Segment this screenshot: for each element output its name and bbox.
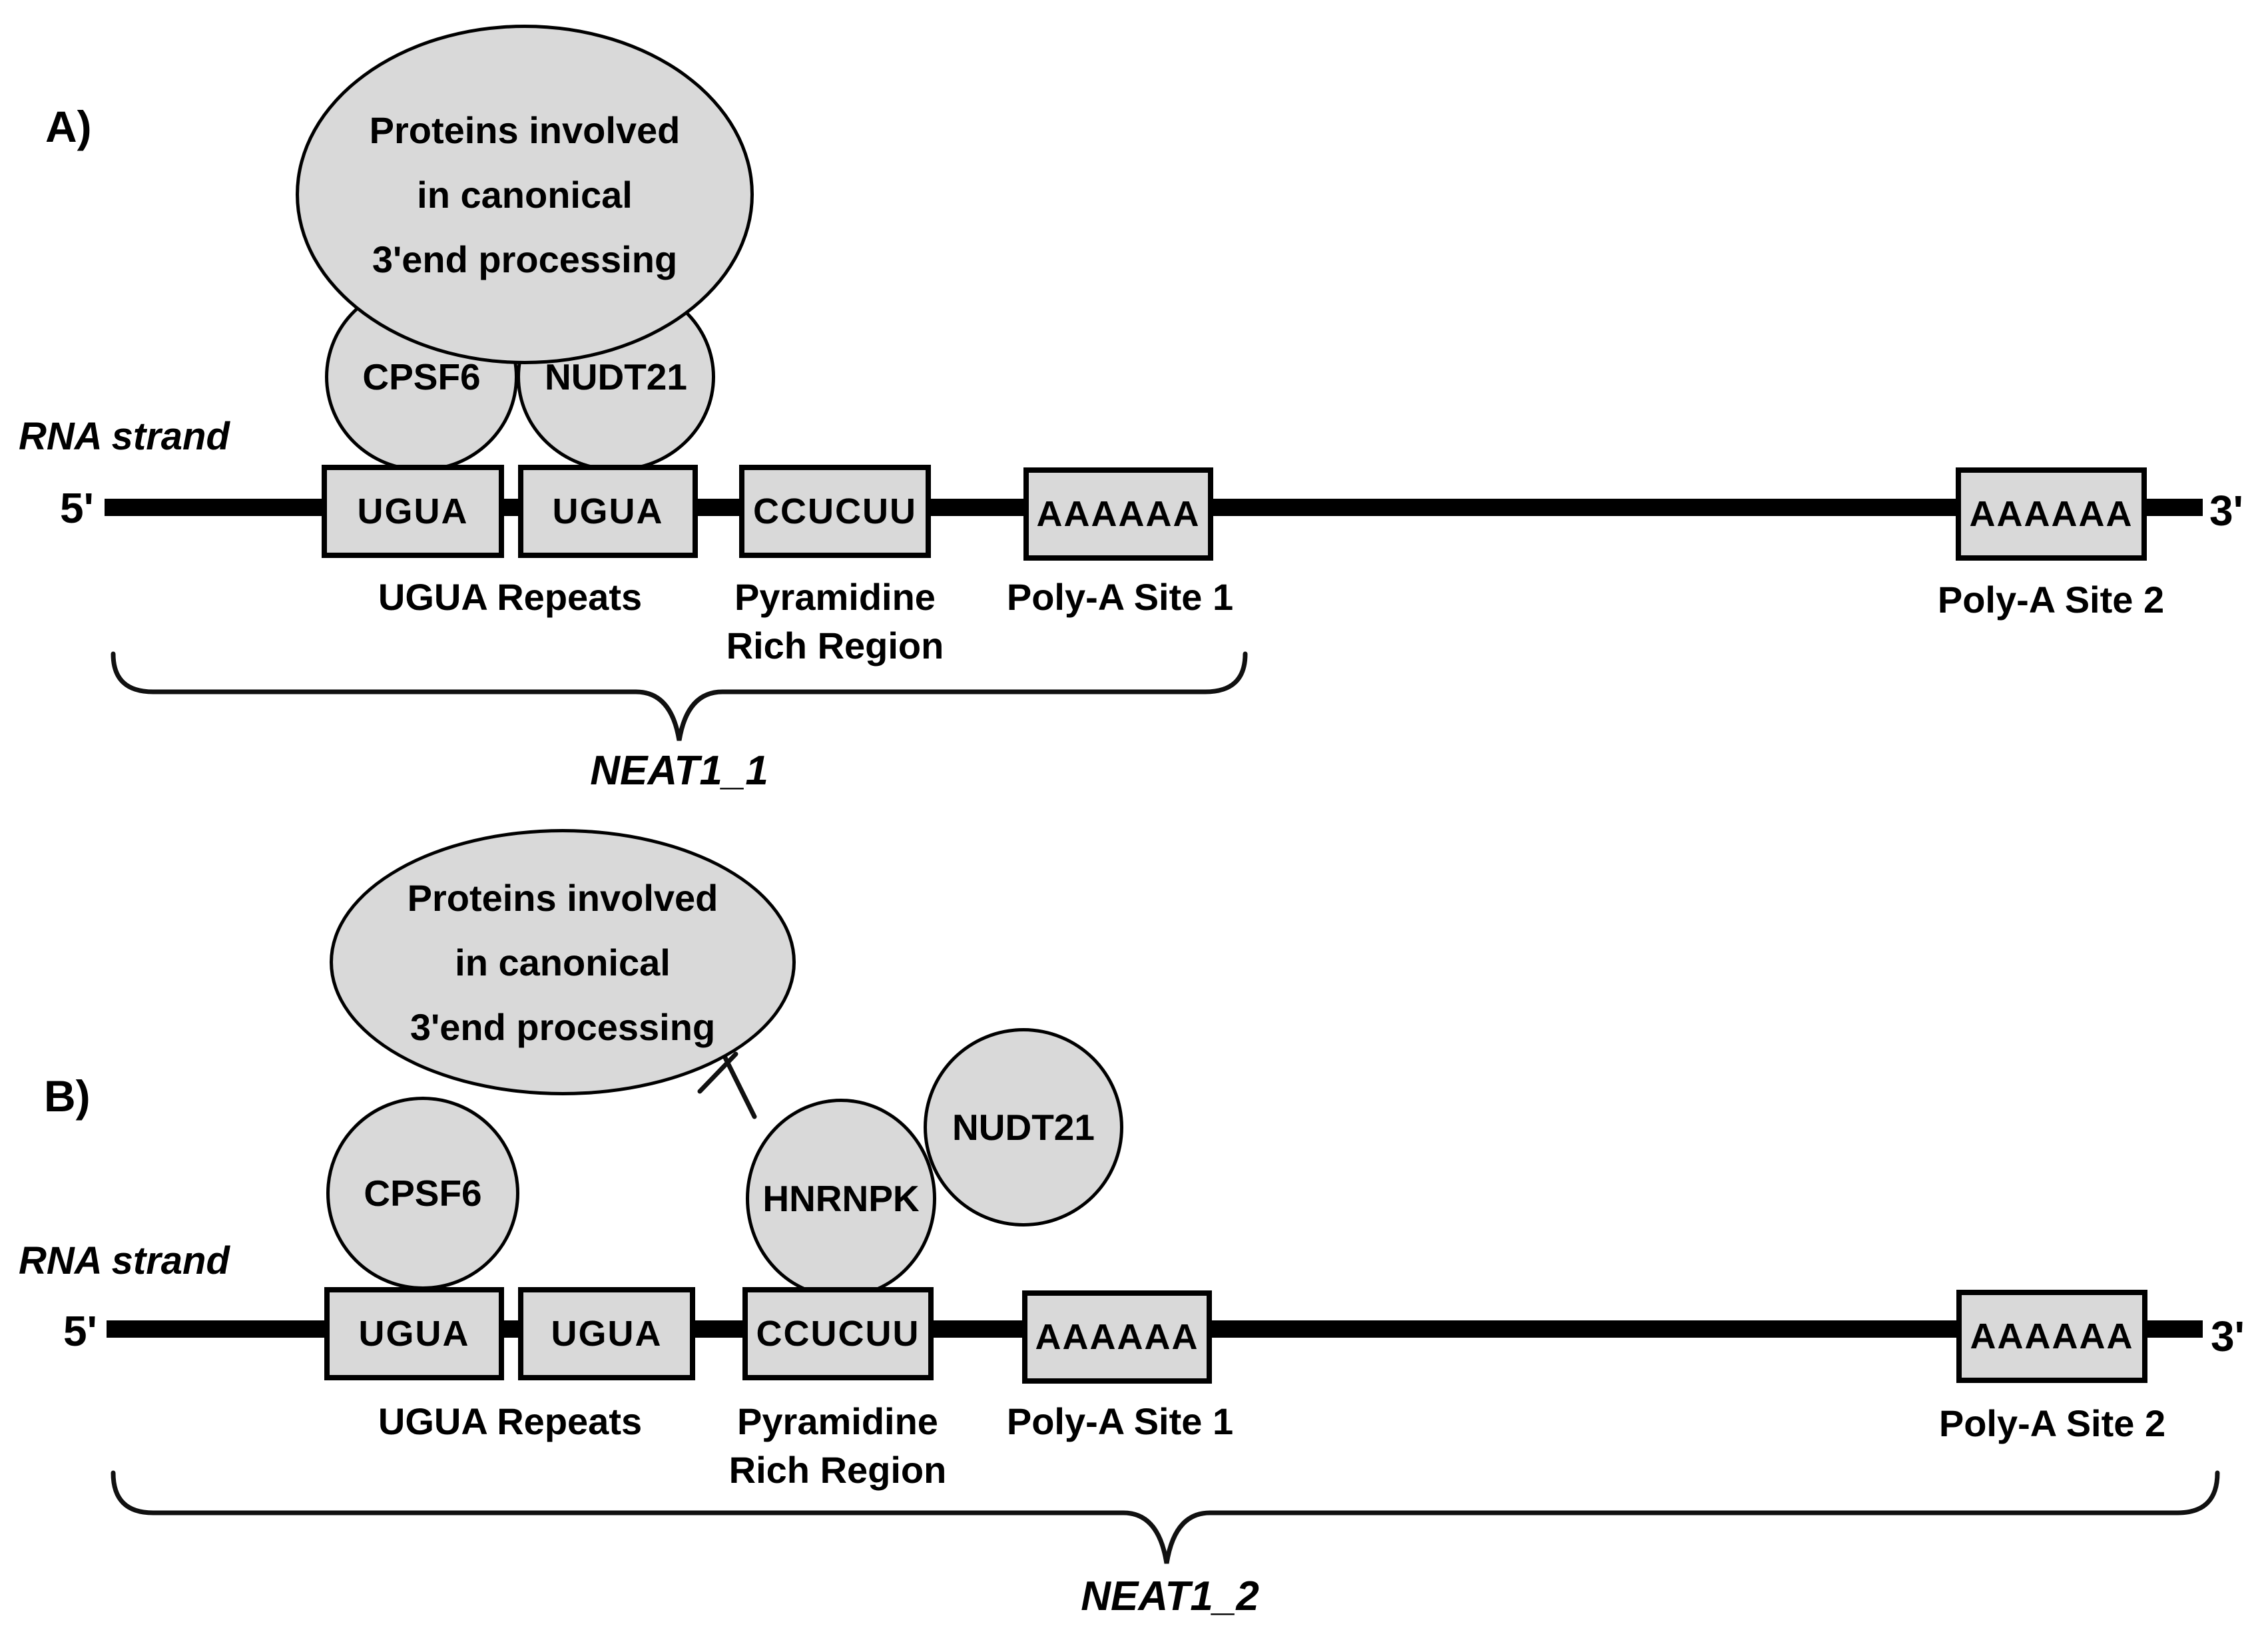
- pyrimidine-label-a: Pyramidine: [734, 576, 936, 618]
- three-prime-b: 3': [2211, 1312, 2245, 1360]
- nudt21-label-b: NUDT21: [952, 1107, 1095, 1148]
- polya-site2-label-b: Poly-A Site 2: [1938, 1402, 2166, 1444]
- ccucuu-box-b: CCUCUU: [742, 1287, 934, 1380]
- polya-site2-label-a: Poly-A Site 2: [1937, 579, 2165, 621]
- ellipse-a-line1: Proteins involved: [369, 109, 681, 151]
- ugua-box2-a: UGUA: [518, 465, 698, 558]
- canonical-processing-ellipse-b: Proteins involved in canonical 3'end pro…: [330, 829, 796, 1095]
- ellipse-a-line3: 3'end processing: [372, 238, 678, 280]
- five-prime-b: 5': [63, 1307, 97, 1355]
- pyrimidine-label-b: Pyramidine: [737, 1400, 938, 1442]
- five-prime-a: 5': [60, 484, 94, 532]
- nudt21-label-a: NUDT21: [545, 356, 687, 398]
- hnrnpk-label-b: HNRNPK: [762, 1178, 920, 1219]
- ellipse-b-line3: 3'end processing: [410, 1005, 716, 1048]
- ugua-repeats-label-a: UGUA Repeats: [378, 576, 643, 618]
- polya2-box-b: AAAAAA: [1956, 1290, 2147, 1383]
- ellipse-b-line2: in canonical: [455, 941, 671, 983]
- nudt21-circle-b: NUDT21: [924, 1028, 1123, 1227]
- canonical-processing-ellipse-a: Proteins involved in canonical 3'end pro…: [296, 25, 754, 364]
- rna-strand-label-b: RNA strand: [19, 1239, 230, 1282]
- neat1-2-label: NEAT1_2: [1081, 1573, 1259, 1619]
- ugua-box2-b: UGUA: [518, 1287, 695, 1380]
- panel-b-label: B): [44, 1071, 91, 1121]
- three-prime-a: 3': [2209, 487, 2243, 535]
- neat1-1-brace: [111, 651, 1248, 741]
- polya-site1-label-a: Poly-A Site 1: [1006, 576, 1234, 618]
- polya1-box-b: AAAAAA: [1022, 1290, 1212, 1384]
- ugua-box1-a: UGUA: [322, 465, 504, 558]
- ugua-box1-b: UGUA: [324, 1287, 504, 1380]
- ellipse-b-line1: Proteins involved: [407, 876, 718, 919]
- rna-strand-label-a: RNA strand: [19, 415, 230, 458]
- neat1-1-label: NEAT1_1: [590, 748, 768, 794]
- rich-region-label-a: Rich Region: [726, 625, 944, 667]
- neat1-2-brace: [111, 1470, 2220, 1564]
- ellipse-a-line2: in canonical: [417, 173, 633, 216]
- cpsf6-circle-a: CPSF6: [325, 282, 518, 471]
- polya2-box-a: AAAAAA: [1956, 467, 2147, 561]
- polya1-box-a: AAAAAA: [1023, 467, 1213, 561]
- hnrnpk-circle-b: HNRNPK: [746, 1099, 936, 1298]
- ccucuu-box-a: CCUCUU: [739, 465, 931, 558]
- cpsf6-label-b: CPSF6: [364, 1173, 482, 1214]
- panel-a-label: A): [45, 102, 92, 151]
- ugua-repeats-label-b: UGUA Repeats: [378, 1400, 643, 1442]
- cpsf6-label-a: CPSF6: [362, 356, 481, 398]
- polya-site1-label-b: Poly-A Site 1: [1006, 1400, 1234, 1442]
- rich-region-label-b: Rich Region: [728, 1449, 947, 1491]
- cpsf6-circle-b: CPSF6: [326, 1097, 519, 1290]
